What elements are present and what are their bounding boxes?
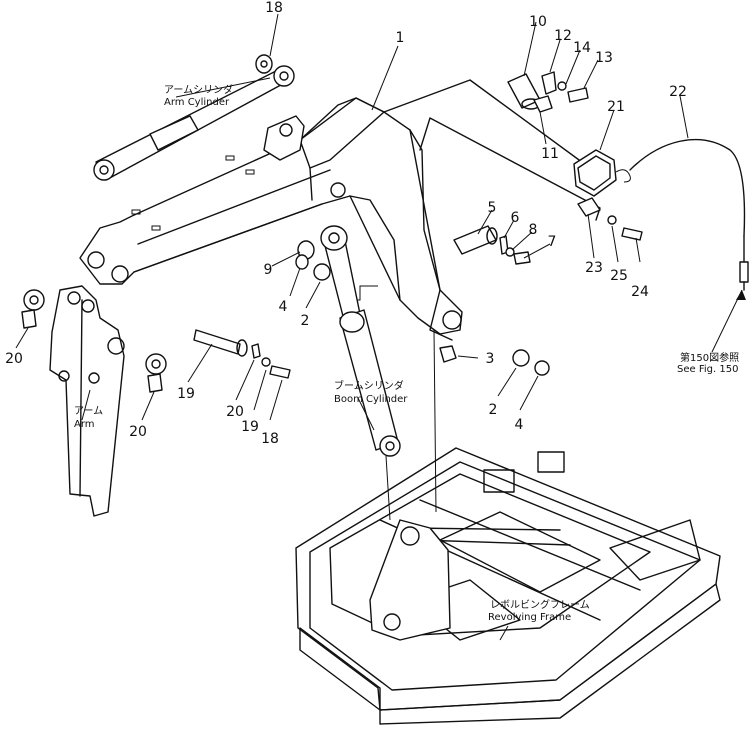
callout-20b: 20 [129,424,147,440]
lamp-bracket-plate [344,79,601,341]
callout-22: 22 [669,84,687,100]
see-fig-label-en: See Fig. 150 [677,364,738,375]
boom-cylinder [320,225,437,521]
arm-cylinder-label-en: Arm Cylinder [164,97,230,108]
callout-11: 11 [541,146,559,162]
callout-21: 21 [607,99,625,115]
part-labels: アームシリンダ Arm Cylinder ブームシリンダ Boom Cylind… [74,83,739,623]
callout-12: 12 [554,28,572,44]
callout-14: 14 [573,40,591,56]
callout-18: 18 [261,431,279,447]
callout-24: 24 [631,284,649,300]
callout-7: 7 [548,234,557,250]
revolving-frame-label-jp: レボルビングフレーム [490,598,590,611]
leader-lines [15,13,746,641]
arm-label-en: Arm [74,419,95,430]
callout-15: 18 [265,0,283,16]
callout-10: 10 [529,14,547,30]
callout-4b: 4 [515,417,524,433]
callout-25: 25 [610,268,628,284]
callout-8: 8 [529,222,538,238]
revolving-frame-label-en: Revolving Frame [488,612,571,623]
callout-17: 20 [226,404,244,420]
callout-20a: 20 [5,351,23,367]
callout-5: 5 [488,200,497,216]
callout-19: 19 [241,419,259,435]
callout-2a: 2 [301,313,310,329]
revolving-frame [295,447,721,725]
callout-23: 23 [585,260,603,276]
callout-4a: 4 [279,299,288,315]
see-fig-label-jp: 第150図参照 [680,351,739,364]
callout-9: 9 [264,262,273,278]
small-parts [21,54,749,393]
boom-cylinder-label-en: Boom Cylinder [334,394,408,405]
callout-2b: 2 [489,402,498,418]
boom-cylinder-label-jp: ブームシリンダ [334,379,404,392]
callout-6: 6 [511,210,520,226]
callout-3: 3 [486,351,495,367]
callout-13: 13 [595,50,613,66]
arm-cylinder [93,65,295,181]
boom [79,97,463,335]
arm-label-jp: アーム [74,405,103,417]
callout-1: 1 [396,30,405,46]
arm-cylinder-label-jp: アームシリンダ [164,83,233,96]
callouts: 18 1 10 12 14 13 11 21 22 23 25 24 5 6 8… [5,0,687,447]
callout-16: 19 [177,386,195,402]
